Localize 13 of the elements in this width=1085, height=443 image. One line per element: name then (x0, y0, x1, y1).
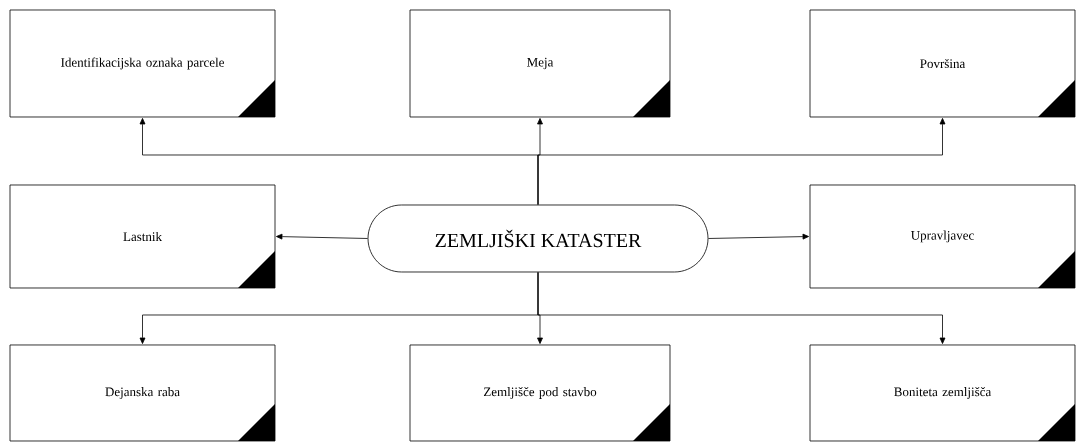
central-pill: ZEMLJIŠKI KATASTER (367, 204, 709, 273)
entity-box: Površina (809, 9, 1076, 118)
arrow (276, 233, 368, 240)
entity-box: Boniteta zemljišča (809, 344, 1076, 442)
arrow (537, 272, 946, 344)
entity-box: Lastnik (9, 184, 276, 289)
entity-box: Zemljišče pod stavbo (409, 344, 671, 442)
entity-box: Meja (409, 9, 671, 118)
arrow (537, 118, 946, 205)
arrow (708, 233, 809, 240)
entity-box: Identifikacijska oznaka parcele (9, 9, 276, 118)
entity-box: Upravljavec (809, 184, 1076, 289)
entity-box: Dejanska raba (9, 344, 276, 442)
